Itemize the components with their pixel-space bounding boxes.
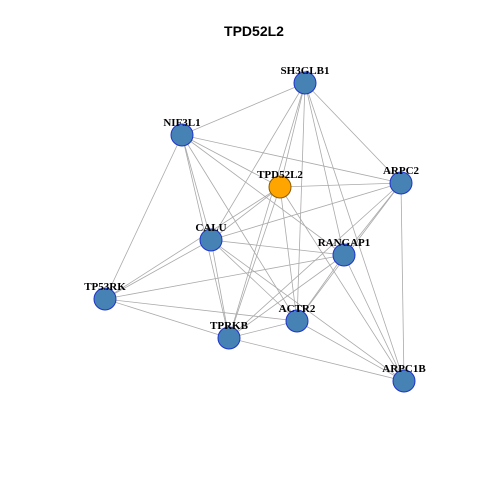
edge-nif3l1-calu [181, 134, 212, 241]
edge-tpd52l2-actr2 [279, 186, 298, 322]
node-label-rangap1: RANGAP1 [318, 237, 371, 249]
edge-rangap1-arpc1b [343, 254, 405, 382]
edge-nif3l1-rangap1 [181, 134, 345, 256]
node-label-calu: CALU [195, 222, 226, 234]
edge-tpd52l2-arpc2 [279, 182, 402, 188]
edge-nif3l1-tpd52l2 [181, 134, 281, 188]
edge-nif3l1-tp53rk [104, 134, 183, 300]
node-tp53rk[interactable] [93, 287, 117, 311]
edge-actr2-arpc1b [296, 320, 405, 382]
node-sh3glb1[interactable] [293, 71, 317, 95]
edge-tp53rk-tprkb [104, 298, 230, 339]
node-arpc1b[interactable] [392, 369, 416, 393]
node-label-sh3glb1: SH3GLB1 [281, 65, 330, 77]
edge-arpc2-calu [210, 182, 402, 241]
edge-actr2-tprkb [228, 320, 298, 339]
edge-tpd52l2-calu [210, 186, 281, 241]
edge-arpc2-arpc1b [400, 182, 405, 382]
node-rangap1[interactable] [332, 243, 356, 267]
edge-sh3glb1-tprkb [228, 82, 306, 339]
node-label-tp53rk: TP53RK [84, 281, 126, 293]
node-label-tprkb: TPRKB [210, 320, 249, 332]
edge-tpd52l2-tprkb [228, 186, 281, 339]
node-label-nif3l1: NIF3L1 [163, 117, 200, 129]
node-label-arpc2: ARPC2 [383, 165, 420, 177]
edge-calu-arpc1b [210, 239, 405, 382]
edge-nif3l1-actr2 [181, 134, 298, 322]
edge-sh3glb1-nif3l1 [181, 82, 306, 136]
edge-sh3glb1-tpd52l2 [279, 82, 306, 188]
edge-rangap1-tp53rk [104, 254, 345, 300]
edge-calu-rangap1 [210, 239, 345, 256]
edge-sh3glb1-calu [210, 82, 306, 241]
node-label-tpd52l2: TPD52L2 [257, 169, 303, 181]
edge-nif3l1-arpc2 [181, 134, 402, 184]
node-label-arpc1b: ARPC1B [382, 363, 426, 375]
node-tpd52l2[interactable] [268, 175, 292, 199]
edge-sh3glb1-actr2 [296, 82, 306, 322]
edge-tp53rk-actr2 [104, 298, 298, 322]
edge-rangap1-tprkb [228, 254, 345, 339]
edge-sh3glb1-rangap1 [304, 82, 345, 256]
edge-calu-tp53rk [104, 239, 212, 300]
node-calu[interactable] [199, 228, 223, 252]
graph-title: TPD52L2 [224, 23, 284, 39]
node-layer [93, 71, 416, 393]
edge-tpd52l2-tp53rk [104, 186, 281, 300]
edge-sh3glb1-arpc1b [304, 82, 405, 382]
edge-rangap1-actr2 [296, 254, 345, 322]
edge-tpd52l2-arpc1b [279, 186, 405, 382]
node-actr2[interactable] [285, 309, 309, 333]
node-tprkb[interactable] [217, 326, 241, 350]
edge-calu-actr2 [210, 239, 298, 322]
node-nif3l1[interactable] [170, 123, 194, 147]
edge-layer [104, 82, 405, 382]
edge-tprkb-arpc1b [228, 337, 405, 382]
node-arpc2[interactable] [389, 171, 413, 195]
edge-calu-tprkb [210, 239, 230, 339]
edge-sh3glb1-arpc2 [304, 82, 402, 184]
node-label-actr2: ACTR2 [279, 303, 316, 315]
